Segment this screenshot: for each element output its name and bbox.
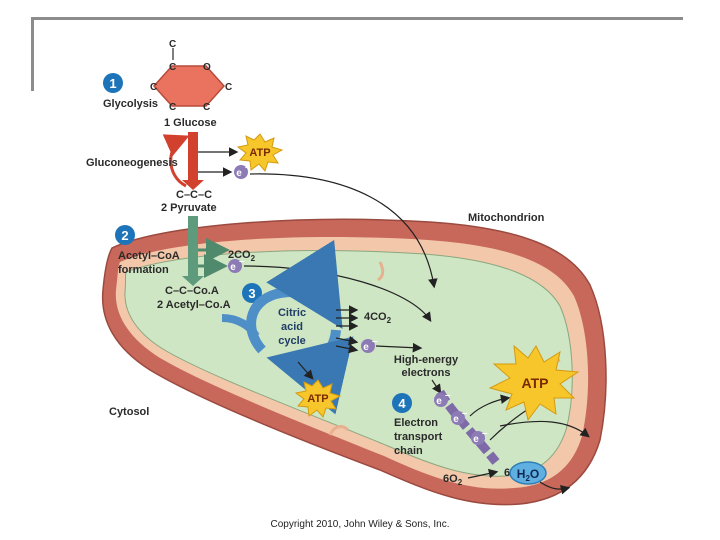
copyright-text: Copyright 2010, John Wiley & Sons, Inc. [270,519,450,530]
svg-text:–: – [239,256,245,267]
svg-text:e: e [453,414,459,425]
svg-text:e: e [230,262,236,273]
slide-frame-top [31,17,683,20]
glucose-atom: C [203,102,210,113]
svg-text:cycle: cycle [278,335,306,347]
acetyl-coa-formula: C–C–Co.A [165,285,219,297]
cytosol-label: Cytosol [109,406,149,418]
svg-text:e: e [363,342,369,353]
step3-electron-path [375,342,423,353]
pyruvate-label: 2 Pyruvate [161,202,217,214]
acetyl-entry-arrow [221,314,260,339]
glucose-atom: C [225,82,232,93]
electron-transport-chain: e – e – e – [434,389,500,465]
water-outflow-arrow [539,481,571,495]
high-energy-electrons-label: High-energy [394,354,459,366]
glucose-atom: C [150,82,157,93]
atp-burst-etc: ATP [488,344,580,422]
svg-text:–: – [445,390,451,401]
slide-frame-left [31,17,34,91]
atp-burst-glycolysis: ATP [236,133,284,172]
water-coefficient: 6 [504,467,510,479]
acetyl-coa-formation-label: formation [118,264,169,276]
atp-arrow-step3 [297,361,314,380]
glucose-atom: C [169,102,176,113]
electron-step3: e – [361,336,378,353]
acetyl-coa-formation-label: Acetyl–CoA [118,250,180,262]
electron-etc: e – [471,428,488,445]
high-energy-electrons-label: electrons [402,367,451,379]
electron-arrow-step3 [335,335,359,346]
etc-outflow-arrow [499,420,590,438]
svg-text:ATP: ATP [307,393,328,405]
acetyl-coa-label: 2 Acetyl–Co.A [157,299,231,311]
svg-text:–: – [462,408,468,419]
pyruvate-formula: C–C–C [176,189,212,201]
electron-glycolysis: e – [234,162,251,179]
etc-atp-arrow [469,394,511,417]
svg-text:–: – [372,336,378,347]
svg-text:–: – [482,428,488,439]
svg-text:4: 4 [398,396,406,411]
glucose-atom: O [203,62,211,73]
atp-burst-citric: ATP [294,379,342,418]
electrons-to-etc-arrow [431,379,442,394]
glycolysis-electron-path [249,173,438,289]
etc-label: Electron [394,417,438,429]
co2-step3-label: 4CO2 [364,311,392,325]
mitochondrion-label: Mitochondrion [468,212,545,224]
oxygen-arrow [467,468,499,479]
svg-text:1: 1 [109,76,116,91]
glucose-ring [152,65,226,107]
svg-text:e: e [236,168,242,179]
step-2-badge: 2 [115,225,135,245]
oxygen-label: 6O2 [443,473,463,487]
gluconeogenesis-arrow [162,134,190,188]
crista [377,261,385,282]
svg-text:ATP: ATP [249,147,270,159]
svg-text:3: 3 [248,286,255,301]
acetyl-coa-arrow [188,216,198,276]
svg-text:–: – [245,162,251,173]
citric-acid-cycle: Citric acid cycle [221,239,354,415]
svg-text:acid: acid [281,321,303,333]
svg-text:H2O: H2O [517,467,539,483]
electron-step2: e – [228,256,245,273]
etc-label: transport [394,431,443,443]
crista [328,425,350,436]
glycolysis-label: Glycolysis [103,98,158,110]
glucose-atom: C [169,39,176,50]
svg-text:e: e [436,396,442,407]
svg-text:e: e [473,434,479,445]
etc-label: chain [394,445,423,457]
step-4-badge: 4 [392,393,412,413]
electron-etc: e – [434,390,451,407]
water-molecule: H2O [509,461,547,485]
acetyl-coa-arrowhead [182,276,204,286]
glucose-label: 1 Glucose [164,117,217,129]
svg-text:ATP: ATP [522,375,549,391]
glycolysis-arrow [188,132,198,180]
step-3-badge: 3 [242,283,262,303]
svg-text:2: 2 [121,228,128,243]
gluconeogenesis-label: Gluconeogenesis [86,157,178,169]
glucose-molecule: C C O C C C C [150,39,232,113]
electron-arrow-step3 [335,343,359,354]
svg-text:Citric: Citric [278,307,306,319]
electron-etc: e – [451,408,468,425]
co2-step2-label: 2CO2 [228,249,256,263]
glucose-atom: C [169,62,176,73]
step-1-badge: 1 [103,73,123,93]
glycolysis-arrowhead [182,180,204,190]
